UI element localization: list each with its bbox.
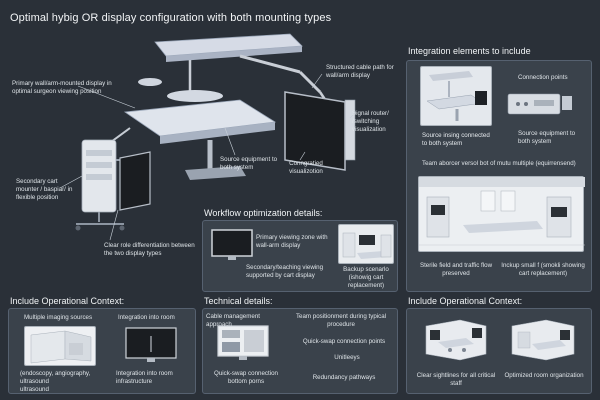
integration-table-thumb <box>420 66 492 126</box>
label-primary-zone: Primary viewing zone with wall-arm displ… <box>256 234 328 249</box>
label-sterile-field: Sterile field and traffic flow preserved <box>419 262 493 277</box>
integration-title: Integration elements to include <box>408 46 531 56</box>
integration-connection-thumb <box>500 84 576 122</box>
label-source-connected: Source insing connected to both system <box>422 132 490 147</box>
sightlines-room-thumb <box>420 314 492 364</box>
label-integration-room: Integration into room <box>118 314 175 321</box>
main-title: Optimal hybig OR display configuration w… <box>10 12 332 24</box>
label-cable-path: Structured cable path for wall/arm displ… <box>326 64 394 79</box>
imaging-room-thumb <box>24 326 96 366</box>
operating-table <box>99 78 277 180</box>
label-role-differentiation: Clear role differentiation between the t… <box>104 242 195 257</box>
op-context-left-title: Include Operational Context: <box>10 296 125 306</box>
label-unitleeys: Unitleeys <box>334 354 360 361</box>
label-primary-display: Primary wall/arm-mounted display in opti… <box>12 80 112 95</box>
label-imaging-sources: Multiple imaging sources <box>24 314 93 321</box>
wall-arm-display <box>284 91 346 171</box>
workflow-monitor-thumb <box>210 228 254 262</box>
label-redundancy: Redundancy pathways <box>312 374 376 381</box>
label-room-infrastructure: Integration into room infrastructure <box>116 370 173 385</box>
op-context-right-title: Include Operational Context: <box>408 296 523 306</box>
label-connected-visualization: Conngratied visualizotion <box>289 160 323 175</box>
label-cable-management: Cable management approach <box>206 313 261 328</box>
workflow-title: Workflow optimization details: <box>204 208 323 218</box>
label-clear-sightlines: Clear sightlines for all critical staff <box>416 372 496 387</box>
integration-room-thumb <box>418 176 585 252</box>
label-team-overview: Team aborcer versol bot of mutu multiple… <box>422 160 576 167</box>
label-secondary-cart: Secondary cart mounter / baspiar/ in fle… <box>16 178 73 201</box>
optimized-room-thumb <box>506 314 580 364</box>
label-team-positioning: Team positionment during typical procedu… <box>295 313 387 328</box>
label-backup-scenario: Backup scenarlo (ishowig cart replacemen… <box>343 266 389 289</box>
integration-monitor-thumb <box>124 326 178 364</box>
technical-monitor-thumb <box>216 324 270 362</box>
label-signal-router: Signal router/ /switching visualization <box>352 110 389 133</box>
label-backup-small: Inckup small f (smokli showing cart repl… <box>501 262 585 277</box>
label-secondary-viewing: Secondary/teaching viewing supported by … <box>246 264 324 279</box>
technical-title: Technical details: <box>204 296 273 306</box>
label-source-equipment: Source equipment to both system <box>220 156 278 171</box>
label-source-equipment-2: Source equipment to both system <box>518 130 576 145</box>
label-endoscopy: (endoscopy, angiography, ultrasound <box>20 370 91 385</box>
display-cart <box>75 139 151 231</box>
label-optimized-room: Optimized room organization <box>504 372 584 379</box>
workflow-room-thumb <box>338 224 394 264</box>
label-quick-swap: Quick-swap connection points <box>302 338 386 345</box>
label-connection-points: Connection points <box>518 74 568 81</box>
label-ultrasound: ultrasound <box>20 386 49 393</box>
ceiling-arm <box>154 33 322 98</box>
label-quick-swap-bottom: Quick-swap connection bottom porns <box>214 370 278 385</box>
